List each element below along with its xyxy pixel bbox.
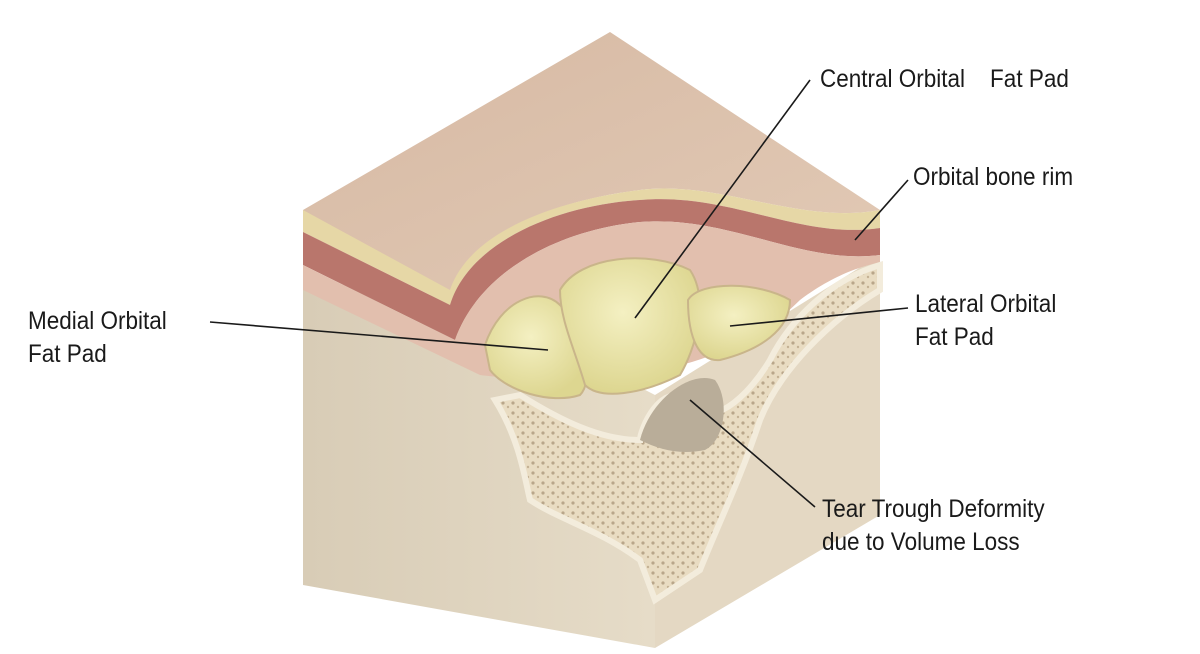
leader-central bbox=[634, 79, 811, 319]
leader-rim bbox=[854, 179, 909, 241]
orbicularis-muscle-layer bbox=[303, 199, 880, 340]
label-tear-trough-deformity: Tear Trough Deformity due to Volume Loss bbox=[822, 493, 1069, 559]
label-lateral-line1: Lateral Orbital bbox=[915, 290, 1057, 318]
label-medial-orbital-fat-pad: Medial Orbital Fat Pad bbox=[28, 305, 182, 371]
label-lateral-line2: Fat Pad bbox=[915, 323, 994, 351]
label-central-orbital-fat-pad: Central Orbital Fat Pad bbox=[820, 65, 1069, 93]
central-fat-pad bbox=[558, 257, 701, 395]
leader-trough bbox=[689, 399, 816, 508]
leader-medial bbox=[209, 321, 549, 351]
skin-top-surface bbox=[303, 32, 880, 300]
label-medial-line2: Fat Pad bbox=[28, 340, 107, 368]
tear-trough-hollow bbox=[640, 378, 724, 452]
label-orbital-bone-rim: Orbital bone rim bbox=[913, 163, 1074, 191]
label-lateral-orbital-fat-pad: Lateral Orbital Fat Pad bbox=[915, 288, 1072, 354]
label-trough-line2: due to Volume Loss bbox=[822, 528, 1020, 556]
leader-lateral bbox=[729, 307, 909, 327]
label-medial-line1: Medial Orbital bbox=[28, 307, 167, 335]
lateral-fat-pad bbox=[686, 284, 792, 362]
label-trough-line1: Tear Trough Deformity bbox=[822, 495, 1045, 523]
